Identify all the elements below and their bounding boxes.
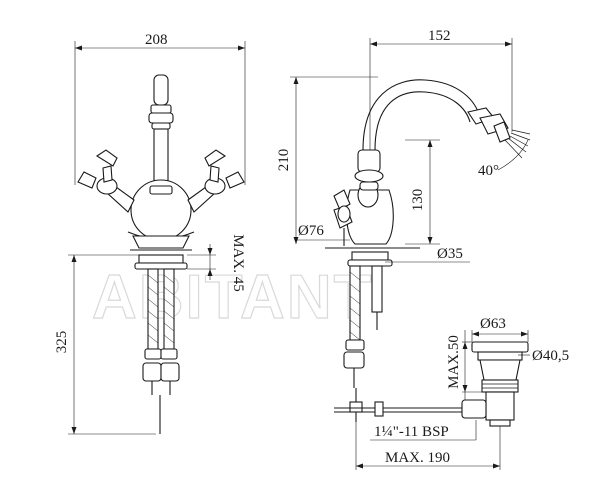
dim-max45-label: MAX. 45 [230,234,246,292]
dim-d76-label: Ø76 [298,223,324,239]
dim-d63-label: Ø63 [480,316,506,332]
front-view: 208 [54,32,246,435]
thread-label: 1¼"-11 BSP [374,424,449,440]
side-view: 152 210 40° [276,28,569,470]
dim-d35-label: Ø35 [437,246,463,262]
dim-325-label: 325 [54,331,70,354]
angle-label: 40° [478,163,499,179]
dim-max50-label: MAX.50 [446,335,462,389]
dim-max190-label: MAX. 190 [385,450,450,466]
dim-130-label: 130 [410,189,426,212]
dim-152-label: 152 [428,28,451,44]
dim-208-label: 208 [145,32,168,48]
dim-210-label: 210 [276,149,292,172]
watermark-text: ABITANT [92,263,373,332]
dim-d405-label: Ø40,5 [532,348,569,364]
